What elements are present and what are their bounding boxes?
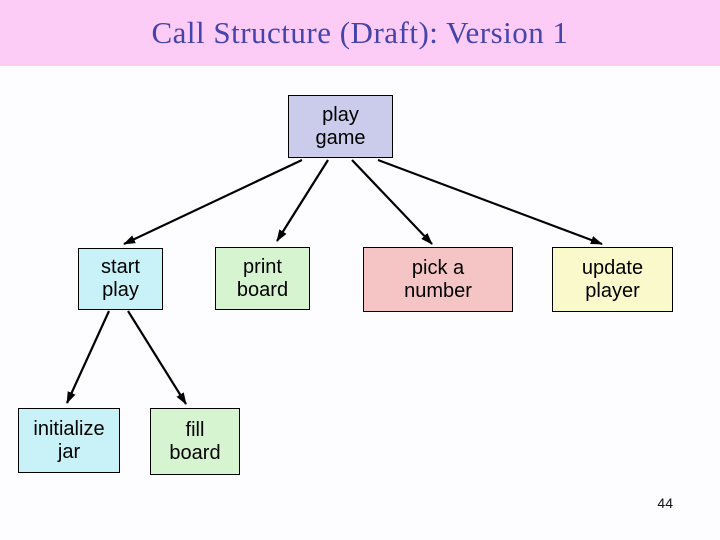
diagram-canvas: play game start play print board pick a … — [0, 66, 720, 540]
edge-play-game-to-print-board — [276, 159, 329, 242]
node-label: fill board — [169, 418, 221, 464]
title-bar: Call Structure (Draft): Version 1 — [0, 0, 720, 66]
node-pick-a-number: pick a number — [363, 247, 513, 312]
edge-play-game-to-start-play — [123, 159, 303, 245]
node-label: play game — [315, 103, 366, 149]
node-start-play: start play — [78, 248, 163, 310]
edge-start-play-to-initialize-jar — [65, 310, 111, 404]
node-initialize-jar: initialize jar — [18, 408, 120, 473]
node-label: start play — [101, 256, 140, 301]
node-fill-board: fill board — [150, 408, 240, 475]
node-label: update player — [581, 256, 644, 302]
edge-play-game-to-pick-a-number — [351, 159, 433, 245]
edge-start-play-to-fill-board — [127, 310, 187, 405]
edge-play-game-to-update-player — [377, 158, 603, 246]
page-number: 44 — [657, 495, 673, 511]
slide-title: Call Structure (Draft): Version 1 — [151, 15, 569, 50]
node-print-board: print board — [215, 247, 310, 310]
node-play-game: play game — [288, 95, 393, 158]
edges-layer — [65, 158, 603, 405]
node-label: print board — [236, 255, 289, 301]
node-label: initialize jar — [33, 417, 105, 463]
node-label: pick a number — [404, 256, 472, 302]
node-update-player: update player — [552, 247, 673, 312]
